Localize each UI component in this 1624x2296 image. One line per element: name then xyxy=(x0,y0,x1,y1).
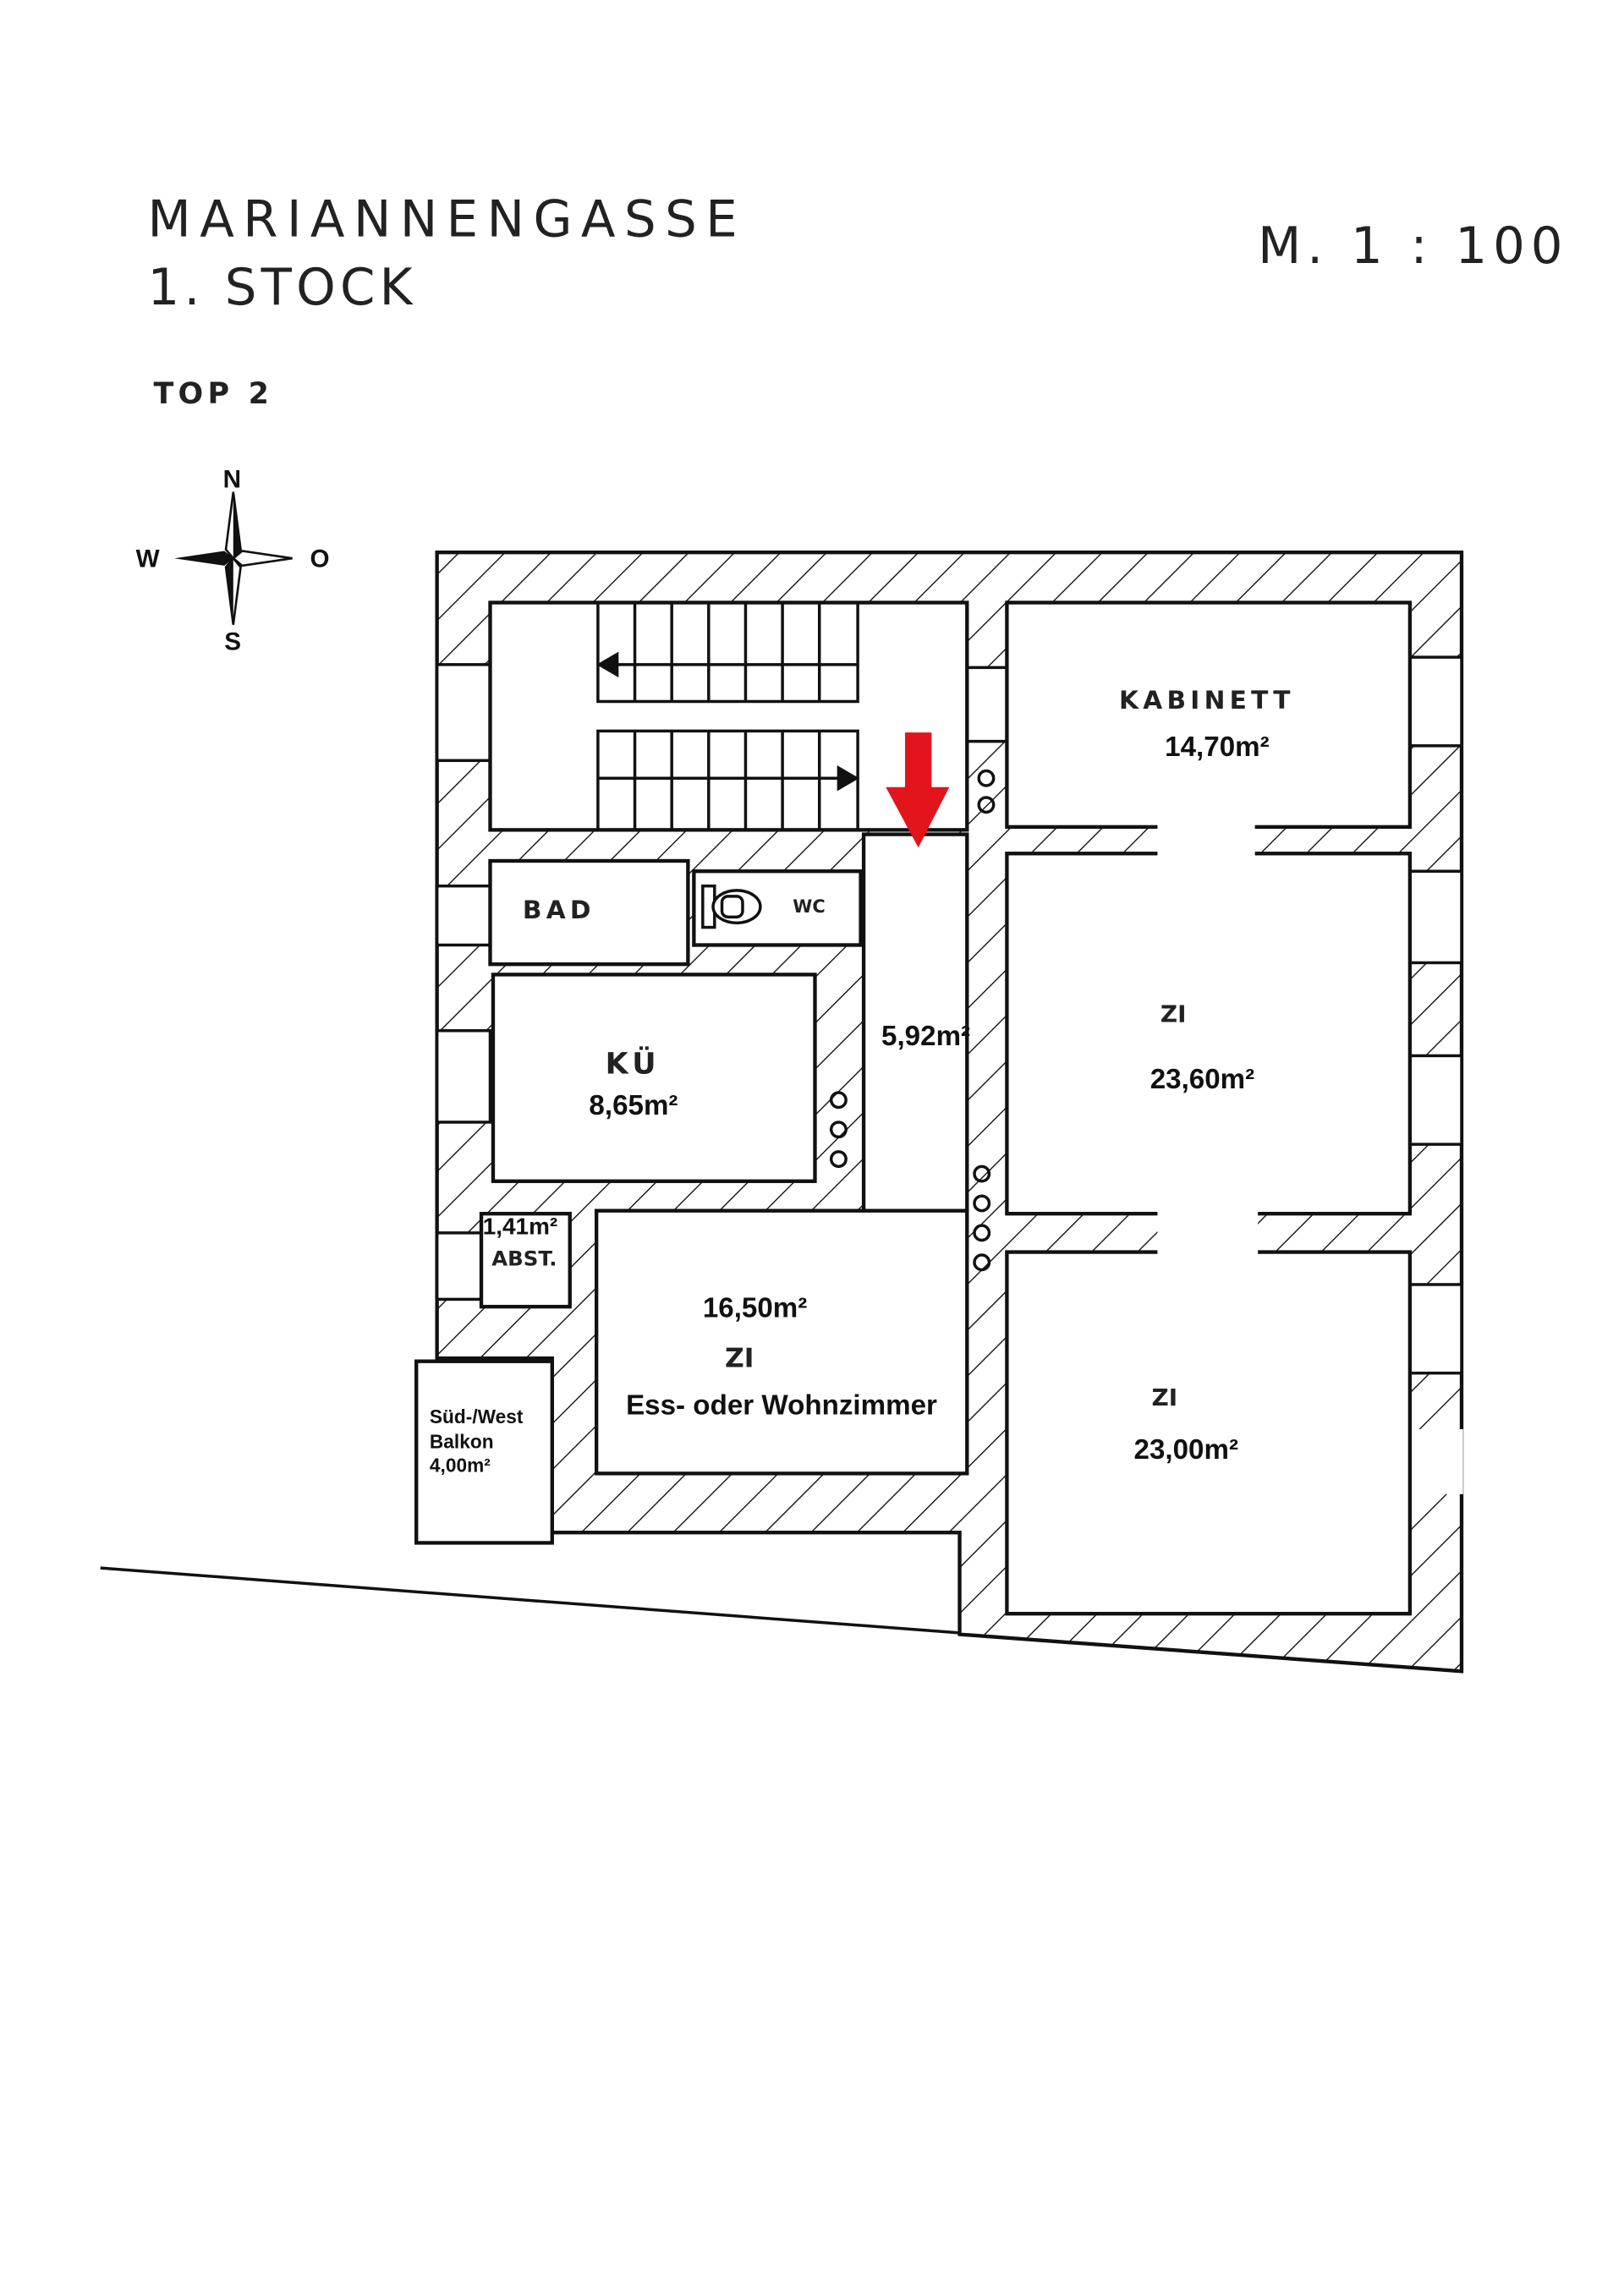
compass-north: N xyxy=(223,465,241,493)
entrance-arrow-icon xyxy=(886,732,950,848)
kabinett-name: KABINETT xyxy=(1119,685,1295,715)
compass-icon: N S W O xyxy=(136,465,330,655)
kueche-area: 8,65m² xyxy=(589,1090,678,1121)
balkon-line1: Süd-/West xyxy=(430,1406,524,1427)
kueche-name: KÜ xyxy=(606,1045,661,1081)
balkon-line2: Balkon xyxy=(430,1431,494,1453)
room-zi-living xyxy=(594,1208,969,1476)
kabinett-area: 14,70m² xyxy=(1165,732,1270,763)
room-bad xyxy=(488,858,690,967)
room-zi-south xyxy=(1005,1250,1413,1616)
zi-north-name: ZI xyxy=(1160,1000,1187,1027)
room-zi-north xyxy=(1005,852,1413,1216)
zi-south-area: 23,00m² xyxy=(1134,1434,1239,1466)
zi-south-name: ZI xyxy=(1151,1384,1177,1411)
compass-west: W xyxy=(136,545,160,573)
chimney-flues xyxy=(829,769,996,1272)
street-title: MARIANNENGASSE xyxy=(148,190,747,249)
room-kueche xyxy=(491,973,817,1183)
wc-name: WC xyxy=(793,896,825,917)
balkon-area: 4,00m² xyxy=(430,1455,491,1477)
abstell-area: 1,41m² xyxy=(483,1214,557,1240)
windows xyxy=(435,655,1463,1494)
room-kabinett xyxy=(1005,600,1413,830)
stairwell xyxy=(488,600,969,832)
room-vorraum xyxy=(861,832,969,1213)
zi-living-area: 16,50m² xyxy=(703,1292,808,1323)
vorraum-area: 5,92m² xyxy=(881,1021,970,1052)
compass-east: O xyxy=(310,545,330,573)
unit-label: TOP 2 xyxy=(154,377,274,411)
scale-label: M. 1 : 100 xyxy=(1258,216,1568,275)
zi-north-area: 23,60m² xyxy=(1150,1064,1254,1095)
bad-name: BAD xyxy=(523,895,595,924)
staircase xyxy=(596,600,859,832)
room-balkon xyxy=(414,1359,554,1545)
zi-living-name: ZI xyxy=(725,1344,754,1374)
property-line xyxy=(100,1566,960,1635)
toilet-icon xyxy=(701,884,762,929)
zi-living-note: Ess- oder Wohnzimmer xyxy=(626,1390,937,1422)
floor-title: 1. STOCK xyxy=(148,258,417,316)
room-abstell xyxy=(479,1211,572,1309)
compass-south: S xyxy=(224,627,241,655)
abstell-name: ABST. xyxy=(491,1246,557,1270)
